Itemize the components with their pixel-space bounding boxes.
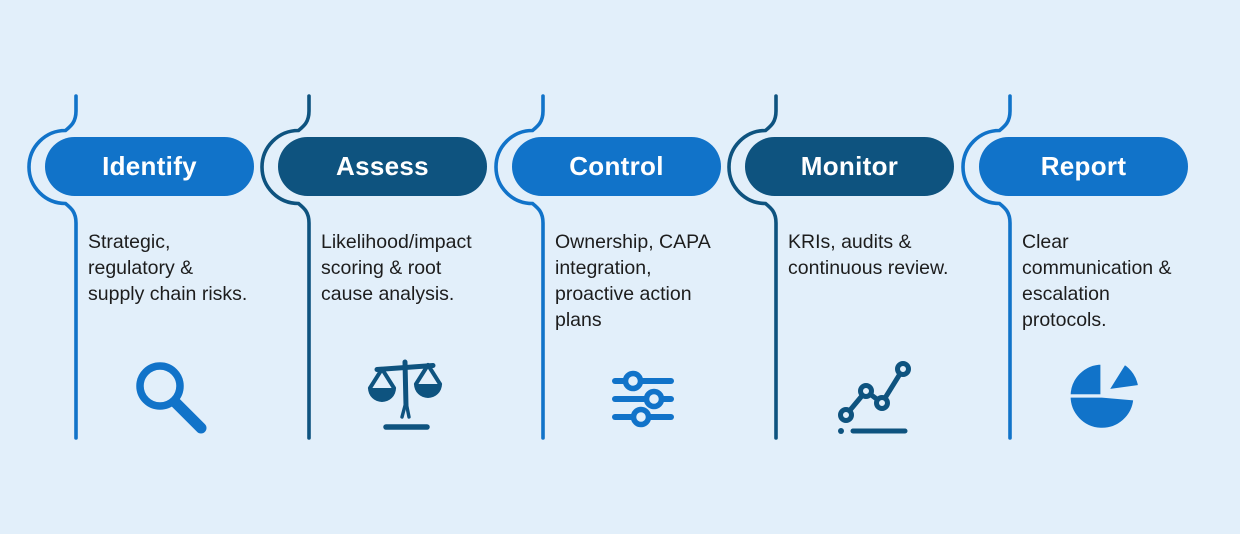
connector-bracket-line: [494, 94, 545, 440]
connector-bracket-line: [961, 94, 1012, 440]
step-label: Control: [569, 151, 664, 181]
step-label: Identify: [102, 151, 197, 181]
balance-scale-icon: [365, 356, 445, 436]
connector-bracket-line: [727, 94, 778, 440]
step-description: Ownership, CAPA integration, proactive a…: [555, 231, 711, 331]
step-pill-monitor: Monitor: [745, 137, 954, 196]
step-pill-assess: Assess: [278, 137, 487, 196]
step-column-report: Report Clear communication & escalation …: [934, 0, 1240, 534]
step-column-identify: Identify Strategic, regulatory & supply …: [0, 0, 254, 534]
sliders-icon: [599, 356, 679, 436]
step-label: Monitor: [800, 151, 899, 181]
step-label: Assess: [336, 151, 429, 181]
step-label: Report: [1040, 151, 1127, 181]
step-pill-report: Report: [979, 137, 1188, 196]
connector-bracket-line: [260, 94, 311, 440]
trend-line-chart-icon: [832, 356, 912, 436]
step-description: Likelihood/impact scoring & root cause a…: [321, 231, 472, 305]
step-column-assess: Assess Likelihood/impact scoring & root …: [233, 0, 487, 534]
connector-bracket-line: [27, 94, 78, 440]
step-column-control: Control Ownership, CAPA integration, pro…: [467, 0, 721, 534]
step-pill-identify: Identify: [45, 137, 254, 196]
step-description: Strategic, regulatory & supply chain ris…: [88, 231, 248, 305]
step-description: KRIs, audits & continuous review.: [788, 231, 949, 279]
pie-chart-icon: [1066, 356, 1146, 436]
step-column-monitor: Monitor KRIs, audits & continuous review…: [700, 0, 954, 534]
step-pill-control: Control: [512, 137, 721, 196]
magnifier-icon: [132, 356, 212, 436]
step-description: Clear communication & escalation protoco…: [1022, 231, 1172, 331]
